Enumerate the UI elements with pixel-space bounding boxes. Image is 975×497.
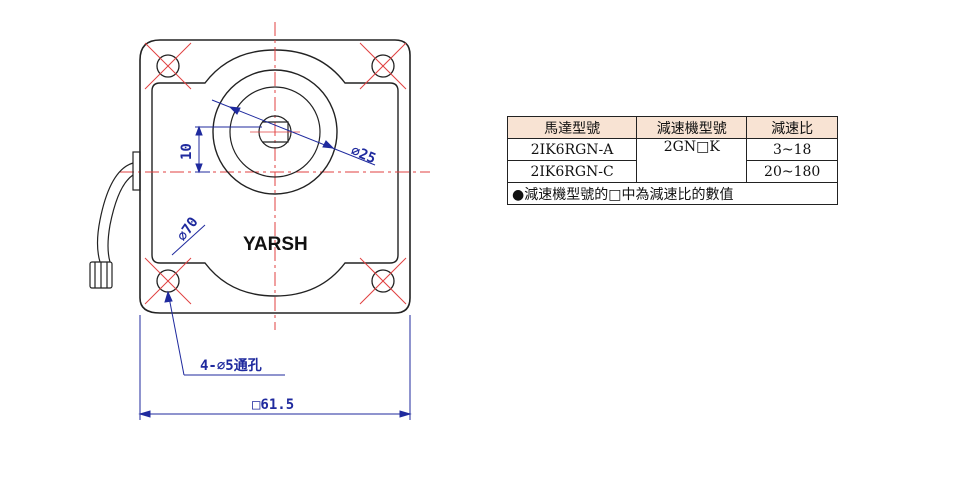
header-gear-model: 減速機型號 [636, 116, 748, 139]
dim-diameter-inner-label: ⌀25 [349, 143, 378, 167]
dimension-dia25 [211, 99, 376, 166]
dim-diameter-outer-label: ⌀70 [174, 214, 202, 244]
flange-outline [139, 39, 411, 314]
lead-wire [89, 151, 141, 289]
mounting-holes [144, 42, 407, 305]
dimension-10 [195, 125, 262, 174]
boss-circle-outer [212, 69, 338, 195]
boss-circle-mid [229, 86, 321, 178]
cell-motor-model: 2IK6RGN-A [506, 138, 638, 161]
cell-gear-model: 2GN□K [636, 138, 748, 183]
brand-label: YARSH [243, 234, 308, 255]
table-row: 2IK6RGN-A 2GN□K 3~18 [506, 138, 838, 183]
table-row: 2IK6RGN-C 20~180 [506, 160, 838, 183]
cell-ratio: 3~18 [746, 138, 838, 161]
cell-ratio: 20~180 [746, 160, 838, 183]
header-ratio: 減速比 [746, 116, 838, 139]
cell-motor-model: 2IK6RGN-C [506, 160, 638, 183]
dimension-holes [164, 290, 285, 376]
table-note-row: ●減速機型號的□中為減速比的數值 [507, 182, 838, 205]
table-header-row: 馬達型號 減速機型號 減速比 [506, 116, 838, 139]
spec-table: 馬達型號 減速機型號 減速比 2IK6RGN-A 2GN□K 3~18 2IK6… [506, 116, 838, 205]
header-motor-model: 馬達型號 [506, 116, 638, 139]
inner-recess [151, 49, 399, 297]
dim-width-label: □61.5 [252, 397, 294, 413]
table-note: ●減速機型號的□中為減速比的數值 [507, 182, 838, 205]
dimension-width [138, 315, 412, 420]
dim-height-label: 10 [179, 143, 195, 160]
dim-holes-label: 4-⌀5通孔 [200, 358, 262, 374]
